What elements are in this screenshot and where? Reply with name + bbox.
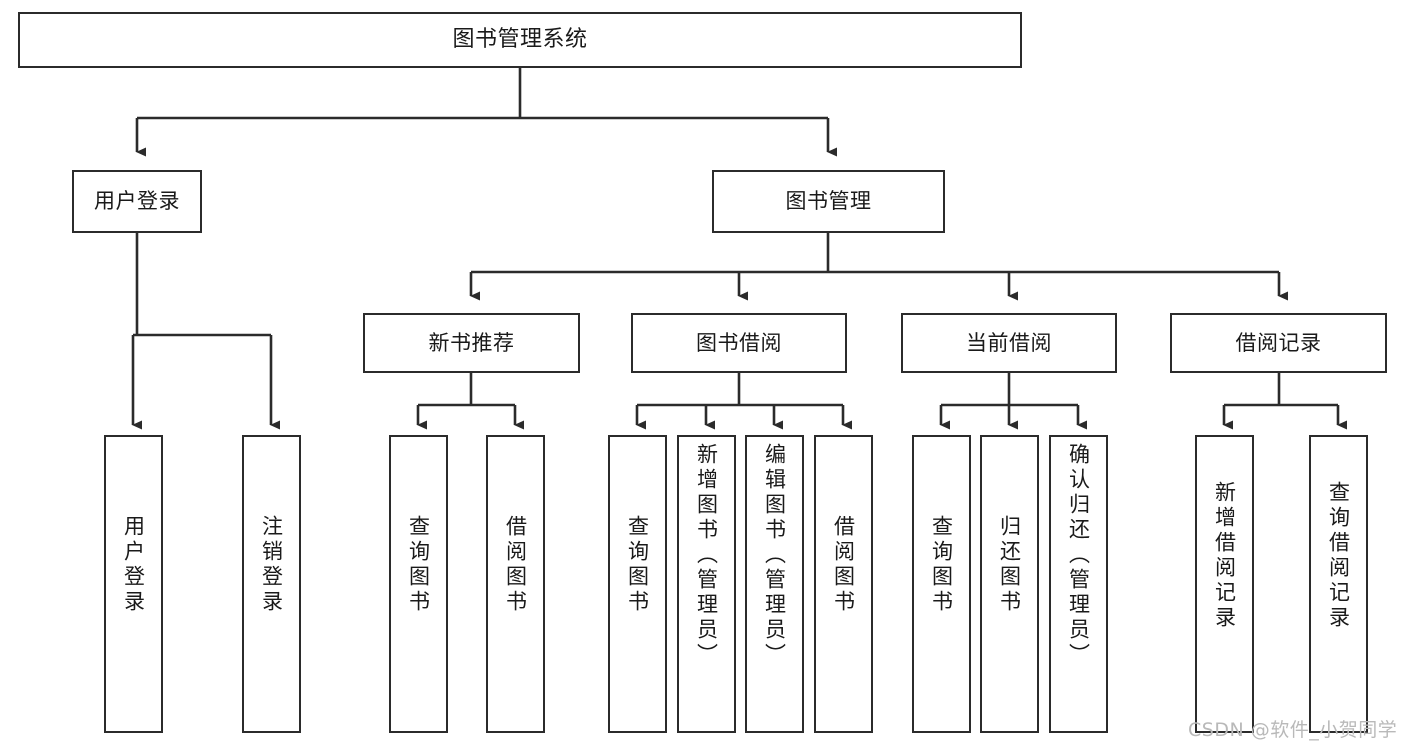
node-leaf-query-book-3[interactable]: 查询图书 xyxy=(912,435,971,733)
node-book-manage[interactable]: 图书管理 xyxy=(712,170,945,233)
node-leaf-query-book-2[interactable]: 查询图书 xyxy=(608,435,667,733)
node-leaf-confirm-return[interactable]: 确认归还（管理员） xyxy=(1049,435,1108,733)
node-leaf-return-book[interactable]: 归还图书 xyxy=(980,435,1039,733)
node-leaf-borrow-book-1-label: 借阅图书 xyxy=(503,515,528,615)
node-book-manage-label: 图书管理 xyxy=(785,189,872,214)
node-current-borrow-label: 当前借阅 xyxy=(966,330,1052,355)
node-current-borrow[interactable]: 当前借阅 xyxy=(901,313,1117,373)
node-new-book-rec-label: 新书推荐 xyxy=(428,330,515,355)
node-book-borrow-label: 图书借阅 xyxy=(696,330,782,355)
node-book-borrow[interactable]: 图书借阅 xyxy=(631,313,847,373)
node-leaf-logout-label: 注销登录 xyxy=(259,515,284,615)
node-leaf-confirm-return-label: 确认归还（管理员） xyxy=(1066,443,1091,668)
node-user-login-label: 用户登录 xyxy=(94,189,180,214)
node-borrow-record[interactable]: 借阅记录 xyxy=(1170,313,1387,373)
node-new-book-rec[interactable]: 新书推荐 xyxy=(363,313,580,373)
node-leaf-user-login[interactable]: 用户登录 xyxy=(104,435,163,733)
node-root-label: 图书管理系统 xyxy=(452,27,588,53)
node-leaf-query-book-3-label: 查询图书 xyxy=(929,515,954,615)
node-leaf-borrow-book-2-label: 借阅图书 xyxy=(831,515,856,615)
node-leaf-edit-book-label: 编辑图书（管理员） xyxy=(762,443,787,668)
node-leaf-add-book[interactable]: 新增图书（管理员） xyxy=(677,435,736,733)
node-borrow-record-label: 借阅记录 xyxy=(1235,330,1322,355)
node-leaf-user-login-label: 用户登录 xyxy=(121,515,146,615)
node-leaf-query-record[interactable]: 查询借阅记录 xyxy=(1309,435,1368,733)
node-leaf-query-book-1[interactable]: 查询图书 xyxy=(389,435,448,733)
node-leaf-query-record-label: 查询借阅记录 xyxy=(1326,481,1351,631)
node-leaf-borrow-book-2[interactable]: 借阅图书 xyxy=(814,435,873,733)
node-leaf-edit-book[interactable]: 编辑图书（管理员） xyxy=(745,435,804,733)
csdn-watermark: CSDN @软件_小贺同学 xyxy=(1188,719,1398,741)
node-leaf-add-book-label: 新增图书（管理员） xyxy=(694,443,719,668)
node-user-login[interactable]: 用户登录 xyxy=(72,170,202,233)
node-leaf-query-book-2-label: 查询图书 xyxy=(625,515,650,615)
node-leaf-query-book-1-label: 查询图书 xyxy=(406,515,431,615)
node-leaf-return-book-label: 归还图书 xyxy=(997,515,1022,615)
node-leaf-borrow-book-1[interactable]: 借阅图书 xyxy=(486,435,545,733)
node-leaf-add-record[interactable]: 新增借阅记录 xyxy=(1195,435,1254,733)
node-leaf-logout[interactable]: 注销登录 xyxy=(242,435,301,733)
node-leaf-add-record-label: 新增借阅记录 xyxy=(1212,481,1237,631)
node-root[interactable]: 图书管理系统 xyxy=(18,12,1022,68)
